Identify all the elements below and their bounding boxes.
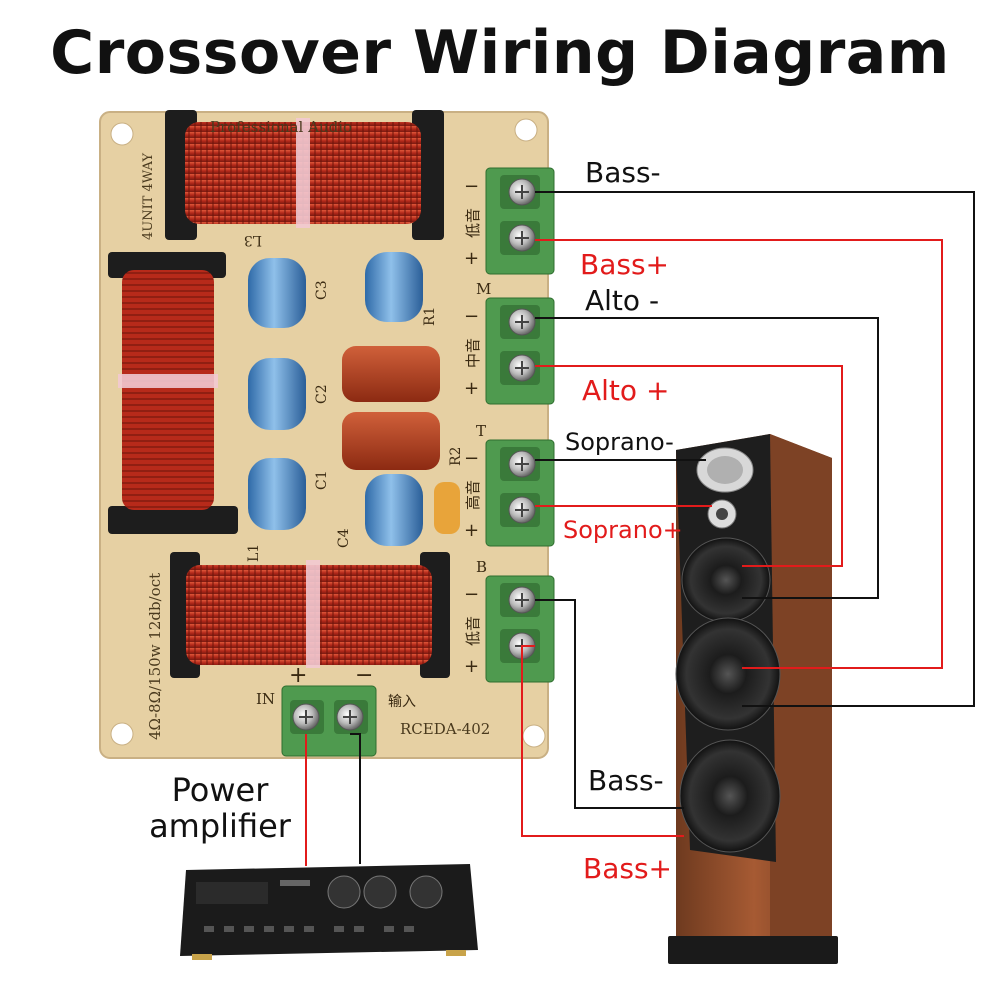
wire-bass-plus-bottom xyxy=(521,645,684,837)
label-soprano-plus: Soprano+ xyxy=(563,516,683,544)
input-minus: − xyxy=(355,663,373,688)
capacitors xyxy=(248,252,460,546)
terminal-block-3 xyxy=(485,439,555,547)
component-label-c2: C2 xyxy=(314,384,330,404)
terminal-plus-3: + xyxy=(464,520,479,541)
board-input-label-cn: 输入 xyxy=(388,694,416,710)
terminal-label-2: 中音 xyxy=(464,338,482,368)
component-label-r1: R1 xyxy=(422,307,438,326)
component-label-c4: C4 xyxy=(336,528,352,548)
terminal-minus-1: − xyxy=(464,176,479,197)
terminal-plus-1: + xyxy=(464,248,479,269)
label-alto-minus: Alto - xyxy=(585,284,660,317)
board-input-label: IN xyxy=(256,690,275,708)
label-soprano-minus: Soprano- xyxy=(565,428,674,456)
board-spec-text: 4Ω-8Ω/150w 12db/oct xyxy=(146,573,164,740)
input-terminal xyxy=(281,685,377,757)
label-bass-plus-bottom: Bass+ xyxy=(583,852,673,885)
terminal-label-4: 低音 xyxy=(464,616,482,646)
terminal-block-1 xyxy=(485,167,555,275)
component-label-c1: C1 xyxy=(314,470,330,490)
input-plus: + xyxy=(289,663,307,688)
terminal-plus-4: + xyxy=(464,656,479,677)
floor-speaker xyxy=(668,434,838,964)
label-bass-plus-top: Bass+ xyxy=(580,248,670,281)
output-terminals xyxy=(485,167,555,683)
board-model: RCEDA-402 xyxy=(400,720,490,738)
wire-amp-minus xyxy=(350,733,361,864)
label-bass-minus-bottom: Bass- xyxy=(588,764,664,797)
wire-alto-minus xyxy=(535,317,879,599)
wire-bass-plus-top xyxy=(535,239,943,669)
terminal-minus-2: − xyxy=(464,306,479,327)
wire-bass-minus-bottom xyxy=(535,599,684,809)
terminal-code-4: B xyxy=(476,558,487,576)
terminal-block-4 xyxy=(485,575,555,683)
wiring xyxy=(305,191,975,866)
wire-alto-plus xyxy=(535,365,843,567)
terminal-label-3: 高音 xyxy=(464,480,482,510)
terminal-label-1: 低音 xyxy=(464,208,482,238)
page-title: Crossover Wiring Diagram xyxy=(50,18,950,88)
terminal-plus-2: + xyxy=(464,378,479,399)
board-header-text: Professional Audio xyxy=(210,118,352,136)
label-bass-minus-top: Bass- xyxy=(585,156,661,189)
component-label-l1: L1 xyxy=(246,544,262,562)
terminal-code-3: T xyxy=(476,422,486,440)
inductor-l3 xyxy=(165,110,444,240)
board-unit-text: 4UNIT 4WAY xyxy=(141,153,156,240)
terminal-minus-4: − xyxy=(464,584,479,605)
terminal-labels: 低音 + − 中音 + − M 高音 + − T 低音 + − B xyxy=(464,176,491,677)
wire-bass-minus-top xyxy=(535,191,975,707)
component-label-r2: R2 xyxy=(448,447,464,466)
terminal-code-2: M xyxy=(476,280,491,298)
terminal-minus-3: − xyxy=(464,448,479,469)
label-alto-plus: Alto + xyxy=(582,374,670,407)
component-label-c3: C3 xyxy=(314,280,330,300)
inductor-l1 xyxy=(170,552,450,678)
terminal-block-2 xyxy=(485,297,555,405)
power-amplifier xyxy=(180,864,478,960)
component-label-l3: L3 xyxy=(244,232,262,248)
label-power-amplifier: Power amplifier xyxy=(149,771,291,845)
inductor-left xyxy=(108,252,238,534)
resistors xyxy=(342,346,440,470)
